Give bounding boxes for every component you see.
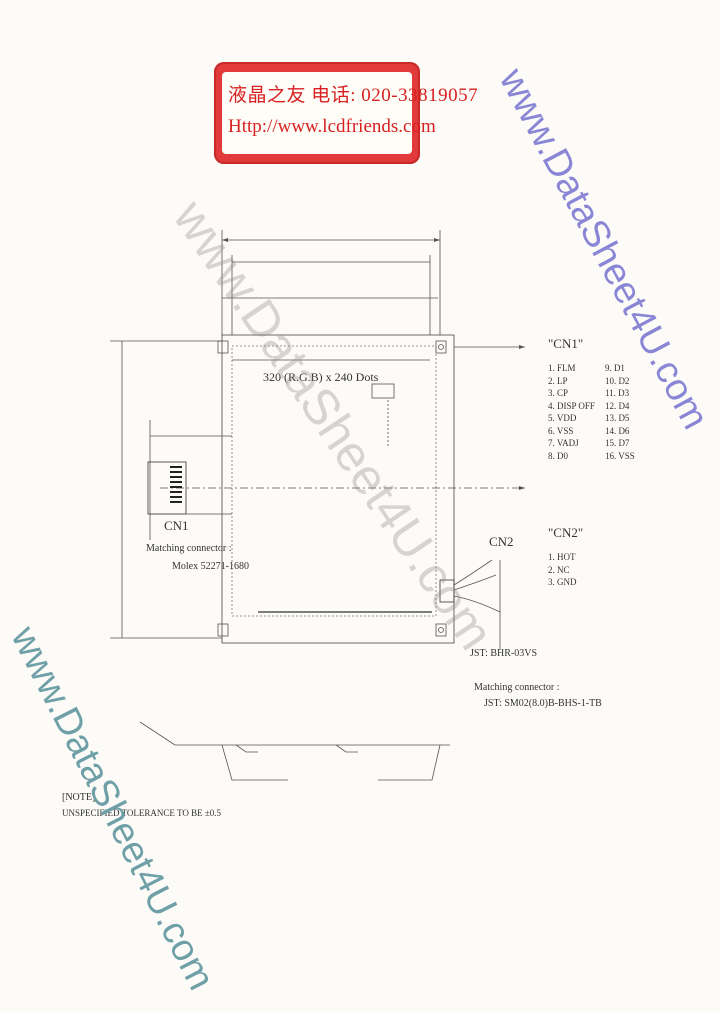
cn1-pin-row: 10. D2 xyxy=(604,375,630,386)
inner-feature-box xyxy=(371,383,395,399)
active-area xyxy=(231,345,437,617)
tab-bottom-right xyxy=(435,623,447,637)
arrow-head xyxy=(519,486,525,490)
cn2-pin-row: 3. GND xyxy=(548,577,577,587)
cn2-pin-table: "CN2" 1. HOT 2. NC 3. GND xyxy=(548,525,583,589)
note-title: [NOTE] xyxy=(62,792,96,803)
arrow-head xyxy=(222,238,228,242)
tab-top-left xyxy=(217,340,229,354)
cn1-table-title: "CN1" xyxy=(548,336,584,351)
cn1-pin xyxy=(170,466,182,468)
side-view-left-foot xyxy=(221,744,288,781)
cn2-pin-row: 2. NC xyxy=(548,564,570,575)
stamp-url-text: Http://www.lcdfriends.com xyxy=(228,116,436,137)
cn1-board-label: CN1 xyxy=(164,518,189,533)
cn1-pin-row: 7. VADJ xyxy=(548,438,579,448)
cn1-pin-row: 3. CP xyxy=(548,388,569,398)
cn1-pin xyxy=(170,496,182,498)
cn2-cable-3 xyxy=(453,595,501,613)
side-view-leader xyxy=(139,721,176,746)
cn2-mating-part: JST: SM02(8.0)B-BHS-1-TB xyxy=(484,698,602,709)
cn1-pin-row: 2. LP xyxy=(548,375,568,386)
cn1-pin xyxy=(170,471,182,473)
cn1-pin-row: 11. D3 xyxy=(604,388,630,398)
cn2-connector xyxy=(439,579,455,603)
cn1-pin-table: "CN1" 1. FLM 2. LP 3. CP 4. DISP OFF 5. … xyxy=(548,336,635,462)
cn1-pin-row: 4. DISP OFF xyxy=(548,400,595,411)
resolution-label: 320 (R.G.B) x 240 Dots xyxy=(263,370,379,384)
contact-stamp: 液晶之友 电话: 020-33819057 Http://www.lcdfrie… xyxy=(214,62,478,164)
cn1-pin-row: 12. D4 xyxy=(604,400,630,411)
cn2-part: JST: BHR-03VS xyxy=(470,648,538,659)
side-view-step-left xyxy=(235,744,258,753)
cn1-table-left-col: 1. FLM 2. LP 3. CP 4. DISP OFF 5. VDD 6.… xyxy=(548,362,595,462)
cn1-pin xyxy=(170,501,182,503)
cn1-pin-row: 16. VSS xyxy=(604,450,635,461)
cn1-pin xyxy=(170,486,182,488)
cn2-pin-row: 1. HOT xyxy=(548,552,576,562)
cn2-board-label: CN2 xyxy=(489,534,514,549)
cn1-pin-row: 6. VSS xyxy=(548,425,574,436)
cn1-pins xyxy=(170,466,182,503)
hole-bottom-right xyxy=(438,627,444,633)
cn1-pin xyxy=(170,491,182,493)
cn1-pin xyxy=(170,476,182,478)
note-text: UNSPECIFIED TOLERANCE TO BE ±0.5 xyxy=(62,808,222,818)
cn1-pin-row: 9. D1 xyxy=(604,363,625,373)
cn2-cable-1 xyxy=(453,559,493,586)
cn2-table-title: "CN2" xyxy=(548,525,584,540)
arrow-head xyxy=(519,345,525,349)
cn2-mating-title: Matching connector : xyxy=(474,682,560,693)
arrow-head xyxy=(434,238,440,242)
cn1-pin-row: 15. D7 xyxy=(604,438,630,448)
cn1-pin-row: 13. D5 xyxy=(604,413,630,423)
cn1-pin-row: 8. D0 xyxy=(548,450,568,461)
stamp-inner: 液晶之友 电话: 020-33819057 Http://www.lcdfrie… xyxy=(222,72,478,154)
cn1-pin xyxy=(170,481,182,483)
cn1-mating-title: Matching connector : xyxy=(146,543,232,554)
module-outline xyxy=(221,334,455,644)
side-view-step-mid xyxy=(335,744,358,753)
cn1-pin-row: 1. FLM xyxy=(548,363,576,373)
cn1-pin-row: 5. VDD xyxy=(548,413,577,423)
cn2-cable-2 xyxy=(453,574,497,591)
tab-bottom-left xyxy=(217,623,229,637)
cn1-pin-row: 14. D6 xyxy=(604,425,630,436)
hole-top-right xyxy=(438,344,444,350)
cn1-mating-part: Molex 52271-1680 xyxy=(172,561,249,572)
tab-top-right xyxy=(435,340,447,354)
cn1-table-right-col: 9. D1 10. D2 11. D3 12. D4 13. D5 14. D6… xyxy=(605,362,635,462)
side-view-right-foot xyxy=(378,744,441,781)
